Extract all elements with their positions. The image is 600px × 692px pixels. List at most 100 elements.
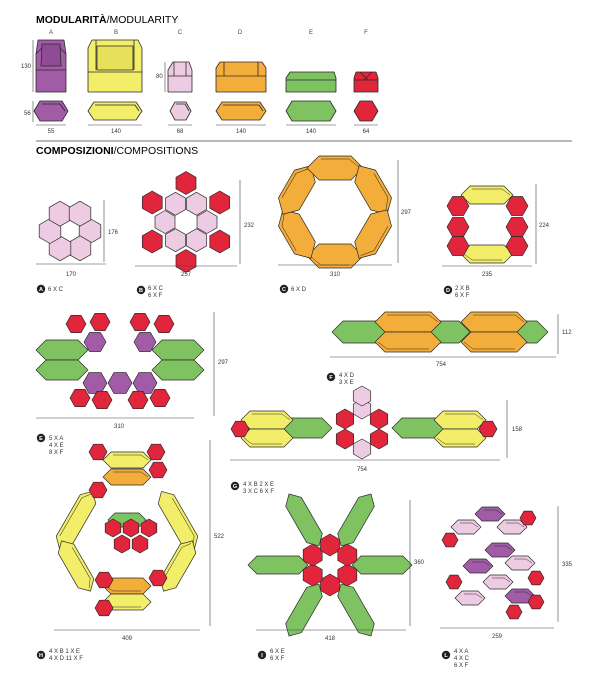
comp-g-width: 754 <box>357 467 368 473</box>
bar-seat-line <box>243 437 282 445</box>
bar-body <box>240 410 294 430</box>
module-bar <box>240 428 294 448</box>
bar-body <box>151 339 205 361</box>
module-b-plan <box>87 101 143 121</box>
svg-text:F: F <box>329 375 333 381</box>
bar-body <box>454 590 486 606</box>
module-letter-c: C <box>178 30 183 36</box>
module-f-plan <box>353 100 379 122</box>
composition-b-drawing <box>141 171 231 273</box>
module-letter-a: A <box>49 30 53 36</box>
module-bar <box>354 209 392 259</box>
module-hexagon <box>196 210 218 234</box>
module-bar <box>102 468 152 486</box>
module-hexagon <box>446 217 470 237</box>
composition-e-drawing <box>35 312 205 410</box>
bar-body <box>306 243 364 269</box>
module-hexagon <box>519 510 537 526</box>
module-d-plan <box>215 101 267 121</box>
comp-l-height: 335 <box>562 562 573 568</box>
caption-g: G 4 X B 2 X E 3 X C 6 X F <box>230 481 274 495</box>
bar-seat-line <box>472 561 491 567</box>
module-bar <box>35 359 89 381</box>
bar-seat-line <box>387 314 439 323</box>
caption-b: B 6 X C 6 X F <box>136 285 164 299</box>
module-e-front <box>285 71 337 93</box>
comp-e-width: 310 <box>114 424 125 430</box>
bar-body <box>460 185 514 205</box>
svg-text:6 X C: 6 X C <box>148 286 164 292</box>
module-d-front <box>215 61 267 93</box>
bar-seat-line <box>360 226 389 256</box>
comp-f-width: 754 <box>436 362 447 368</box>
caption-c: C 6 X D <box>279 284 307 293</box>
composition-d-drawing <box>446 185 529 264</box>
module-width-d: 140 <box>236 129 247 135</box>
bar-seat-line <box>252 413 291 421</box>
bar-body <box>462 558 494 574</box>
module-hexagon <box>153 314 175 334</box>
module-hexagon <box>478 420 498 438</box>
bar-seat-line <box>472 188 511 196</box>
comp-a-width: 170 <box>66 272 77 278</box>
module-bar <box>504 555 536 571</box>
svg-text:E: E <box>39 436 43 442</box>
module-width-dims: 55 140 68 140 140 64 <box>36 124 378 135</box>
module-hexagon <box>89 312 111 332</box>
module-width-b: 140 <box>111 129 122 135</box>
bar-seat-line <box>494 545 513 551</box>
module-a-plan <box>33 100 69 122</box>
bar-seat-line <box>321 158 361 169</box>
svg-text:3 X C 6 X F: 3 X C 6 X F <box>243 489 274 495</box>
module-hexagon <box>141 190 163 215</box>
module-hexagon <box>505 604 523 620</box>
svg-text:D: D <box>446 288 450 294</box>
composition-captions: A 6 X C B 6 X C 6 X F C 6 X D D 2 X B 6 … <box>36 284 470 669</box>
module-hexagon <box>352 438 372 460</box>
module-hexagon <box>446 236 470 256</box>
svg-text:G: G <box>233 484 237 490</box>
module-bar <box>484 542 516 558</box>
bar-body <box>57 540 95 592</box>
bar-seat-line <box>514 558 533 564</box>
module-hexagon <box>230 420 250 438</box>
svg-text:3 X E: 3 X E <box>339 380 354 386</box>
module-hexagon <box>69 388 91 408</box>
bar-body <box>460 244 514 264</box>
module-hexagon <box>148 461 168 479</box>
module-bar <box>57 540 95 592</box>
height-label-a-b: 130 <box>21 64 32 70</box>
bar-body <box>354 209 392 259</box>
module-hexagon <box>133 332 157 352</box>
svg-text:B: B <box>139 288 143 294</box>
comp-c-height: 297 <box>401 210 412 216</box>
module-bar <box>454 590 486 606</box>
bar-body <box>157 491 199 549</box>
module-hexagon <box>131 534 149 554</box>
comp-g-height: 158 <box>512 427 523 433</box>
module-hexagon <box>369 428 389 450</box>
module-hexagon <box>352 385 372 407</box>
bar-body <box>151 359 205 381</box>
caption-d: D 2 X B 6 X F <box>443 285 470 299</box>
caption-a: A 6 X C <box>36 284 64 293</box>
module-letter-d: D <box>238 30 243 36</box>
module-hexagon <box>441 532 459 548</box>
module-hexagon <box>88 443 108 461</box>
comp-a-height: 176 <box>108 230 119 236</box>
module-hexagon <box>352 398 372 420</box>
module-bar <box>433 428 487 448</box>
bar-body <box>285 493 323 547</box>
svg-text:6 X F: 6 X F <box>270 656 285 662</box>
comp-d-width: 235 <box>482 272 493 278</box>
module-hexagon <box>209 229 231 254</box>
svg-text:6 X F: 6 X F <box>148 293 163 299</box>
module-bar <box>151 339 205 361</box>
bar-seat-line <box>492 577 511 583</box>
bar-seat-line <box>460 522 479 528</box>
composition-f-drawing <box>331 311 549 353</box>
bar-body <box>159 540 197 592</box>
module-hexagon <box>94 599 114 617</box>
svg-text:2 X B: 2 X B <box>455 286 470 292</box>
